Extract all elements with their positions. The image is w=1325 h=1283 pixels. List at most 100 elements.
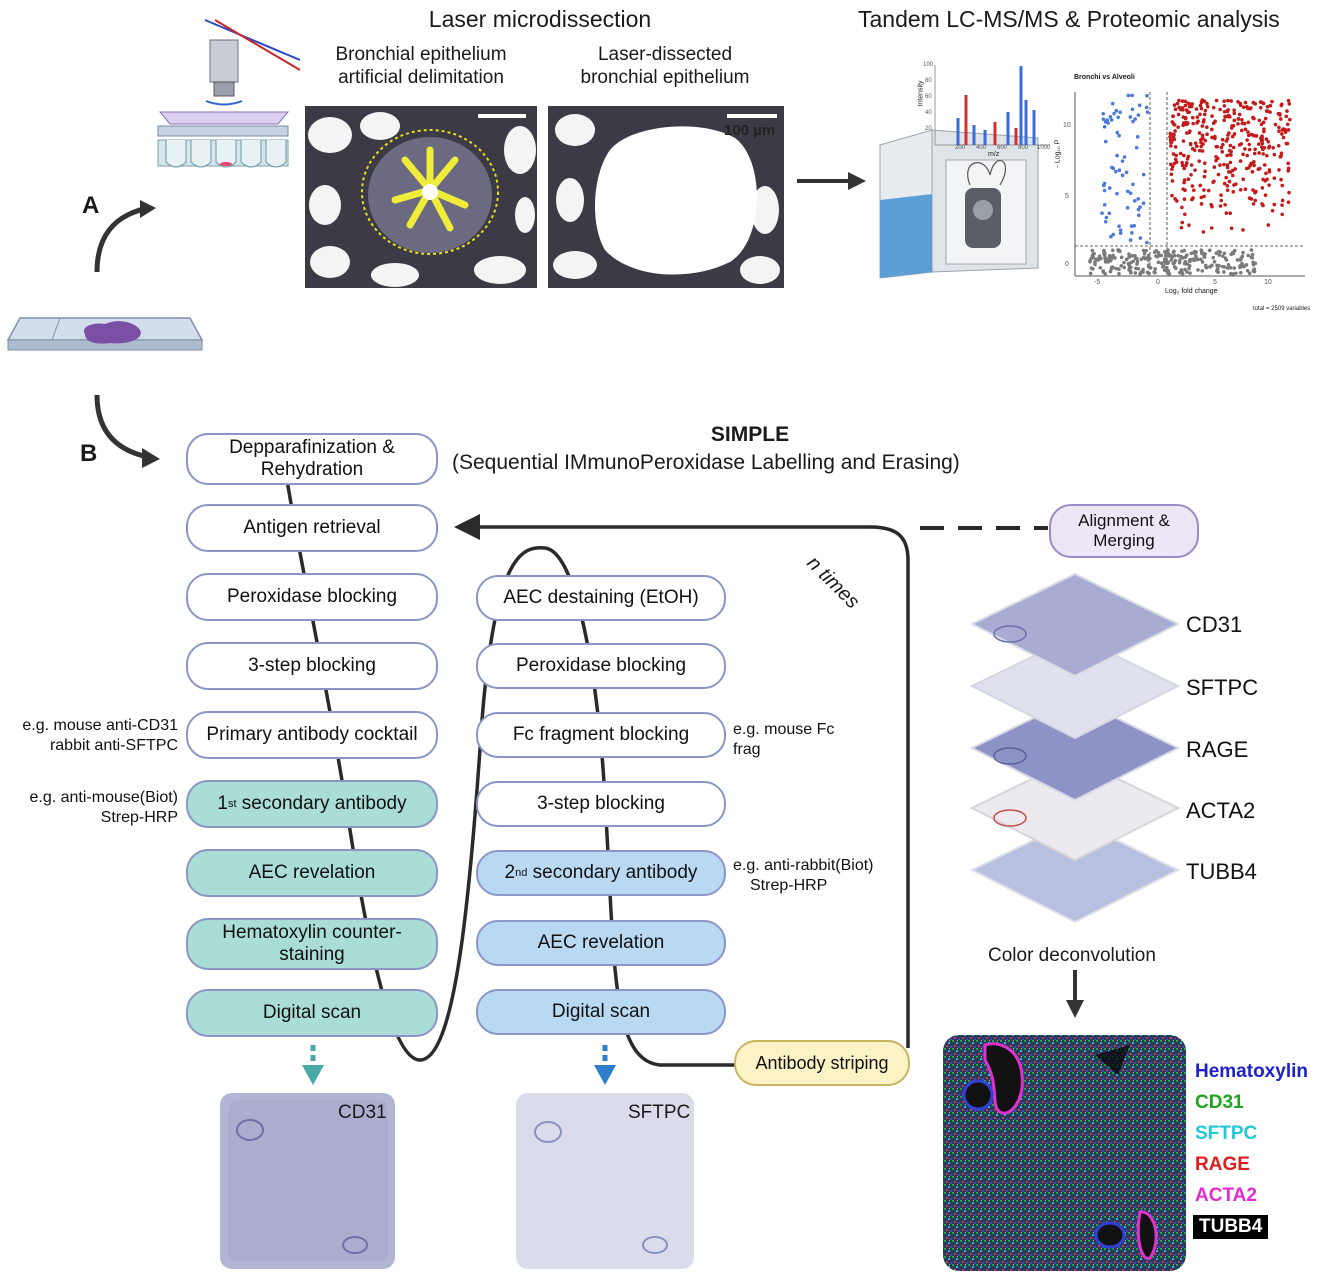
scan1-label: CD31 [338,1102,387,1123]
volcano-point [1221,142,1225,147]
volcano-point [1171,250,1176,255]
volcano-point [1212,165,1217,169]
volcano-point [1102,251,1106,256]
step-aec-revelation-1: AEC revelation [186,849,438,897]
volcano-point [1200,137,1204,141]
volcano-point [1240,121,1245,126]
volcano-point [1259,100,1264,105]
stack-label-acta2: ACTA2 [1186,798,1256,823]
note-secondary1-1: e.g. anti-mouse(Biot) [29,789,178,806]
volcano-point [1258,136,1263,141]
volcano-point [1222,109,1227,114]
volcano-point [1277,129,1281,133]
volcano-point [1172,161,1177,166]
volcano-point [1145,240,1149,245]
volcano-point [1188,102,1193,106]
volcano-point [1117,224,1121,228]
volcano-point [1247,196,1252,200]
volcano-point [1118,231,1123,235]
volcano-point [1246,253,1250,258]
volcano-point [1199,257,1203,262]
volcano-point [1115,191,1119,196]
volcano-point [1286,98,1291,103]
volcano-point [1117,267,1121,271]
volcano-y-tick-2: 5 [1065,193,1069,200]
volcano-point [1228,152,1232,157]
volcano-point [1230,173,1235,178]
stack-layer-cd31 [969,572,1181,678]
volcano-point [1277,125,1281,130]
volcano-point [1182,153,1186,158]
volcano-point [1137,103,1142,108]
volcano-point [1222,181,1227,186]
volcano-point [1164,265,1169,270]
volcano-point [1128,115,1133,119]
legend-sftpc: SFTPC [1195,1123,1258,1144]
volcano-point [1117,271,1121,276]
volcano-point [1173,157,1178,162]
volcano-point [1127,255,1131,259]
simple-title: SIMPLE [710,423,790,446]
volcano-point [1125,189,1130,194]
volcano-point [1198,103,1203,108]
volcano-point [1241,228,1245,232]
volcano-point [1135,256,1139,261]
volcano-point [1190,197,1194,202]
volcano-point [1225,266,1230,270]
volcano-point [1091,267,1095,271]
volcano-x-tick-2: 0 [1156,279,1160,286]
volcano-point [1189,163,1194,167]
volcano-point [1183,255,1188,259]
volcano-point [1236,117,1241,121]
volcano-point [1168,138,1173,142]
step-digital-scan-1-label: Digital scan [262,1002,362,1023]
volcano-point [1129,270,1133,275]
volcano-point [1208,264,1212,269]
volcano-point [1212,260,1217,264]
volcano-point [1245,138,1249,142]
volcano-point [1203,138,1208,143]
step-aec-revelation-1-label: AEC revelation [248,862,376,883]
volcano-point [1097,254,1102,258]
volcano-point [1172,260,1177,265]
volcano-point [1215,269,1219,273]
volcano-point [1253,198,1258,203]
volcano-point [1284,141,1289,146]
volcano-point [1190,184,1195,188]
stack-layer-acta2 [969,756,1181,862]
volcano-point [1227,148,1232,153]
img2-caption-2: bronchial epithelium [580,67,750,88]
volcano-point [1130,107,1135,112]
volcano-point [1119,255,1124,260]
volcano-point [1200,133,1205,138]
volcano-point [1200,124,1205,128]
volcano-point [1196,268,1200,272]
volcano-point [1174,266,1178,271]
volcano-point [1238,264,1242,268]
volcano-point [1272,176,1277,180]
volcano-point [1202,174,1207,179]
volcano-point [1210,127,1214,132]
volcano-point [1088,271,1093,276]
volcano-point [1191,121,1195,126]
volcano-point [1167,254,1171,258]
volcano-point [1109,118,1114,122]
volcano-point [1114,266,1118,271]
step-digital-scan-2: Digital scan [476,989,726,1035]
volcano-point [1249,248,1254,252]
volcano-point [1213,134,1217,139]
note-secondary2-2: Strep-HRP [750,877,828,894]
volcano-point [1218,163,1222,167]
volcano-point [1259,122,1264,127]
volcano-point [1177,258,1182,262]
alignment-line2: Merging [1093,531,1155,550]
volcano-point [1280,212,1285,217]
step-second-secondary-pre: 2 [504,862,516,883]
volcano-point [1179,225,1184,230]
panel-b-curved-arrow [94,394,149,460]
volcano-point [1224,175,1228,180]
volcano-point [1152,270,1157,274]
volcano-point [1199,144,1203,149]
volcano-point [1102,202,1107,207]
